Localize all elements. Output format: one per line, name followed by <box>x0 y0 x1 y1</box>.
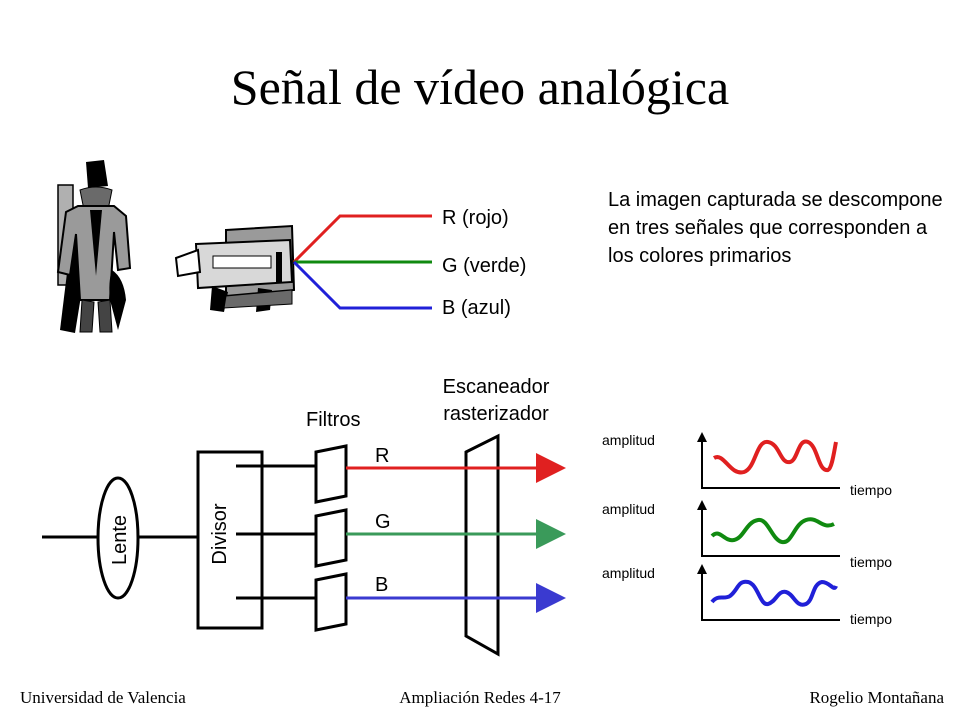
plot-green-y-label: amplitud <box>602 501 655 517</box>
description-text: La imagen capturada se descompone en tre… <box>608 189 943 267</box>
scanner-label-line2: rasterizador <box>443 403 549 425</box>
lens-label: Lente <box>109 515 131 565</box>
footer-center: Ampliación Redes 4-17 <box>399 688 561 707</box>
video-camera <box>174 224 296 312</box>
footer-left: Universidad de Valencia <box>20 688 186 707</box>
blue-signal-wave <box>710 579 838 607</box>
red-signal-wave <box>712 439 838 475</box>
plot-red-x-label: tiempo <box>850 482 892 498</box>
splitter-label: Divisor <box>209 503 231 564</box>
signal-plot-blue: amplitud tiempo <box>602 564 892 627</box>
plot-green-axes <box>701 502 840 557</box>
plot-blue-x-label: tiempo <box>850 611 892 627</box>
signal-plot-green: amplitud tiempo <box>602 500 892 570</box>
plot-blue-y-label: amplitud <box>602 565 655 581</box>
label-red-output: R (rojo) <box>442 207 509 229</box>
signal-plot-red: amplitud tiempo <box>602 432 892 498</box>
channel-g-label: G <box>375 511 391 533</box>
plot-red-y-label: amplitud <box>602 432 655 448</box>
green-signal-wave <box>710 517 835 545</box>
label-green-output: G (verde) <box>442 255 526 277</box>
plot-red-axes <box>701 434 840 489</box>
filter-blue <box>314 572 348 632</box>
channel-r-label: R <box>375 445 389 467</box>
filters-label: Filtros <box>306 409 360 431</box>
red-output-line <box>292 214 432 264</box>
plot-blue-axes <box>701 566 840 621</box>
label-blue-output: B (azul) <box>442 297 511 319</box>
person-figure <box>56 160 132 333</box>
slide-title: Señal de vídeo analógica <box>230 59 730 115</box>
filter-red <box>314 444 348 504</box>
plot-green-x-label: tiempo <box>850 554 892 570</box>
footer-right: Rogelio Montañana <box>809 688 944 707</box>
filter-green <box>314 508 348 568</box>
camera-output-lines <box>292 214 432 310</box>
channel-b-label: B <box>375 574 388 596</box>
scanner-label-line1: Escaneador <box>443 376 550 398</box>
blue-output-line <box>292 260 432 310</box>
